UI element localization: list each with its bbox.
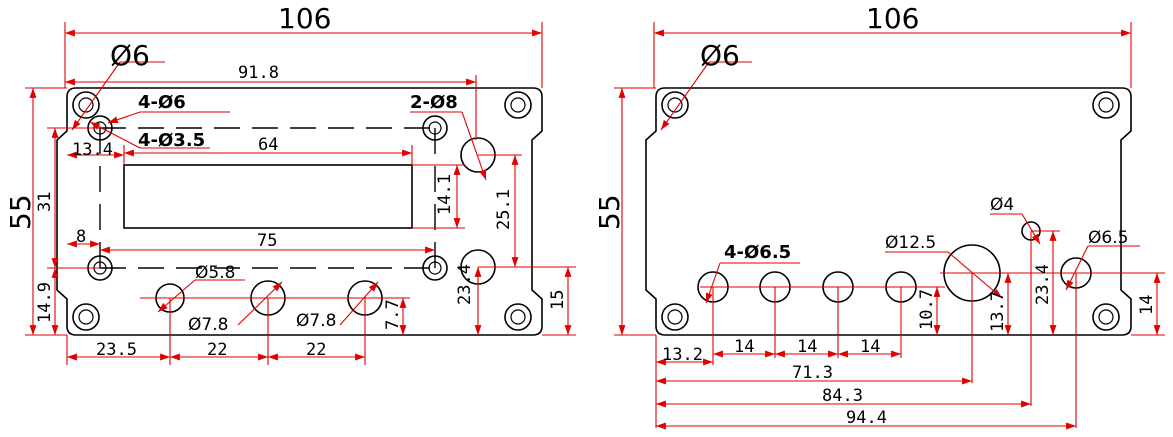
right-offset-13-2: 13.2 xyxy=(662,345,703,365)
left-offset-13-4: 13.4 xyxy=(72,140,113,160)
right-view: 106 Ø6 55 Ø4 4-Ø6.5 Ø12.5 Ø6.5 23.4 14 1… xyxy=(593,2,1165,430)
right-dia-4: Ø4 xyxy=(990,195,1014,215)
left-bottom-23-5: 23.5 xyxy=(96,340,137,360)
right-height-55: 55 xyxy=(593,194,626,230)
left-inner-width: 91.8 xyxy=(238,63,279,83)
left-width-106: 106 xyxy=(278,2,331,35)
left-panel-outline xyxy=(56,87,543,336)
right-dia-6-5: Ø6.5 xyxy=(1088,228,1128,248)
left-corner-holes xyxy=(72,91,532,331)
left-corner-hole-label: Ø6 xyxy=(110,39,150,72)
left-height-15: 15 xyxy=(548,290,568,310)
left-height-7-7: 7.7 xyxy=(383,299,403,330)
left-bottom-22-a: 22 xyxy=(207,340,227,360)
right-dimension-lines xyxy=(614,22,1165,430)
left-window-width: 64 xyxy=(258,135,278,155)
left-mounting-outline xyxy=(99,127,436,269)
left-two-hole-label: 2-Ø8 xyxy=(410,92,458,113)
left-window-height: 14.1 xyxy=(435,174,455,215)
left-offset-8: 8 xyxy=(76,227,86,247)
left-bottom-22-b: 22 xyxy=(306,340,326,360)
left-view: 106 Ø6 91.8 4-Ø6 4-Ø3.5 2-Ø8 13.4 64 14.… xyxy=(4,2,576,365)
right-pitch-a: 14 xyxy=(734,337,754,357)
right-height-10-7: 10.7 xyxy=(917,289,937,330)
right-pos-71-3: 71.3 xyxy=(792,363,833,383)
right-pitch-c: 14 xyxy=(860,337,880,357)
right-pitch-b: 14 xyxy=(797,337,817,357)
left-dia-7-8-a: Ø7.8 xyxy=(188,315,228,335)
left-dimension-lines xyxy=(25,22,576,365)
right-corner-holes xyxy=(661,91,1120,331)
right-pos-94-4: 94.4 xyxy=(846,408,887,428)
left-spacing-75: 75 xyxy=(257,231,277,251)
left-right-hole-23-4: 23.4 xyxy=(455,264,475,305)
right-corner-hole-label: Ø6 xyxy=(700,39,740,72)
right-dia-12-5: Ø12.5 xyxy=(885,233,936,253)
right-width-106: 106 xyxy=(866,2,919,35)
right-panel-outline xyxy=(645,87,1132,336)
left-bottom-14-9: 14.9 xyxy=(35,282,55,323)
left-four-hole-label: 4-Ø6 xyxy=(138,92,186,113)
right-height-14: 14 xyxy=(1137,295,1157,315)
left-hole-spacing-31: 31 xyxy=(35,192,55,212)
left-dia-5-8: Ø5.8 xyxy=(195,263,235,283)
left-display-window xyxy=(123,164,413,229)
right-height-13-7: 13.7 xyxy=(988,291,1008,332)
right-pos-84-3: 84.3 xyxy=(822,386,863,406)
left-four-small-label: 4-Ø3.5 xyxy=(138,130,205,151)
left-height-55: 55 xyxy=(4,194,37,230)
right-height-23-4: 23.4 xyxy=(1033,264,1053,305)
left-right-hole-25-1: 25.1 xyxy=(494,189,514,230)
left-dia-7-8-b: Ø7.8 xyxy=(296,311,336,331)
right-four-hole-label: 4-Ø6.5 xyxy=(724,242,791,263)
